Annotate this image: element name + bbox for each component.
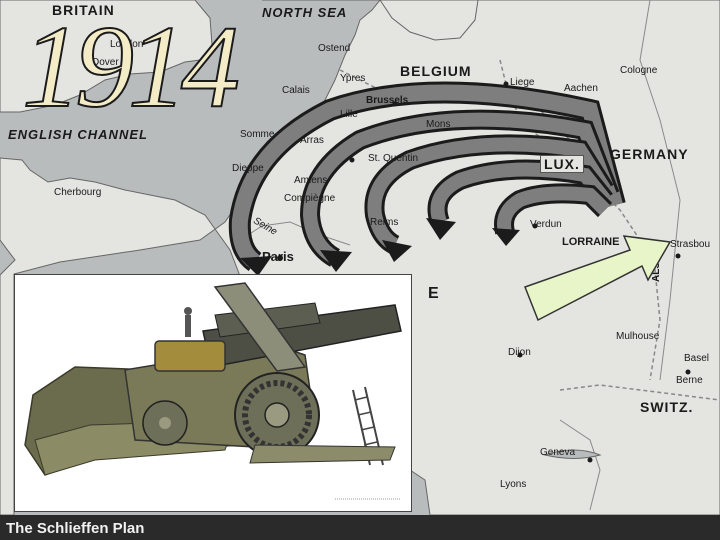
- label-liege: Liege: [510, 77, 535, 88]
- city-dot-st-quentin: [349, 157, 355, 163]
- arrow-head-2: [320, 250, 352, 272]
- label-strasbourg: Strasbou: [670, 239, 711, 250]
- label-paris: Paris: [262, 249, 294, 264]
- label-ypres: Ypres: [340, 73, 366, 84]
- label-reims: Reims: [370, 217, 399, 228]
- label-germany: GERMANY: [610, 146, 689, 162]
- label-switzerland: SWITZ.: [640, 399, 694, 415]
- label-basel: Basel: [684, 353, 710, 364]
- arrow-head-3: [382, 240, 412, 262]
- arrow-heads: [240, 218, 520, 276]
- lake-geneva: [543, 449, 602, 459]
- pointing-arrow-icon: [524, 235, 672, 322]
- label-aachen: Aachen: [564, 83, 598, 94]
- river-rhine: [639, 0, 681, 381]
- label-north-sea: NORTH SEA: [262, 5, 348, 20]
- map-caption: The Schlieffen Plan: [6, 520, 145, 537]
- britain-landmass: [0, 0, 213, 113]
- label-amiens: Amiens: [294, 175, 328, 186]
- label-lyons: Lyons: [500, 479, 527, 490]
- city-dot-liege: [503, 81, 509, 87]
- label-belgium: BELGIUM: [400, 63, 472, 79]
- label-somme: Somme: [240, 129, 275, 140]
- label-mons: Mons: [426, 119, 451, 130]
- arrow-head-1: [240, 256, 272, 276]
- label-mulhouse: Mulhouse: [616, 331, 660, 342]
- label-lille: Lille: [340, 109, 358, 120]
- title-year: 1914: [21, 1, 241, 132]
- label-ostend: Ostend: [318, 43, 351, 54]
- label-calais: Calais: [282, 85, 310, 96]
- river-seine: [239, 221, 351, 246]
- label-lorraine: LORRAINE: [562, 236, 620, 248]
- coastline-north: [379, 0, 479, 41]
- border-switzerland: [559, 384, 720, 401]
- arrow-head-5: [492, 228, 520, 246]
- label-berne: Berne: [676, 375, 703, 386]
- label-st-quentin: St. Quentin: [368, 153, 419, 164]
- label-brussels: Brussels: [366, 95, 409, 106]
- callout-arrow: [520, 232, 680, 337]
- attack-arrow-5-fill: [497, 186, 610, 234]
- city-dot-verdun: [532, 223, 538, 229]
- city-dot-brussels: [392, 101, 398, 107]
- city-dot-geneva: [587, 457, 593, 463]
- label-dieppe: Dieppe: [232, 163, 264, 174]
- city-dot-basel: [685, 369, 691, 375]
- label-verdun: Verdun: [530, 219, 562, 230]
- label-london: London: [110, 39, 144, 50]
- label-cherbourg: Cherbourg: [54, 187, 102, 198]
- label-dover: Dover: [92, 57, 119, 68]
- label-france-fragment: E: [428, 285, 440, 302]
- label-arras: Arras: [300, 135, 324, 146]
- city-dot-dijon: [517, 352, 523, 358]
- attack-arrow-3-fill: [367, 137, 611, 252]
- city-dot-strasbourg: [675, 253, 681, 259]
- label-compiegne: Compiègne: [284, 193, 336, 204]
- city-markers: [277, 81, 691, 463]
- howitzer-photo: [14, 274, 412, 512]
- label-lux: LUX.: [540, 155, 584, 173]
- caption-bar: [0, 515, 720, 540]
- city-dot-paris: [277, 255, 283, 261]
- attack-arrow-1-fill: [231, 84, 623, 269]
- howitzer-cannon-illustration-icon: [15, 275, 411, 511]
- label-britain: BRITAIN: [52, 2, 115, 18]
- label-cologne: Cologne: [620, 65, 658, 76]
- label-english-channel: ENGLISH CHANNEL: [8, 127, 148, 142]
- label-dijon: Dijon: [508, 347, 531, 358]
- label-geneva: Geneva: [540, 447, 576, 458]
- attack-arrow-2-fill: [302, 112, 617, 265]
- arrow-head-4: [426, 218, 456, 240]
